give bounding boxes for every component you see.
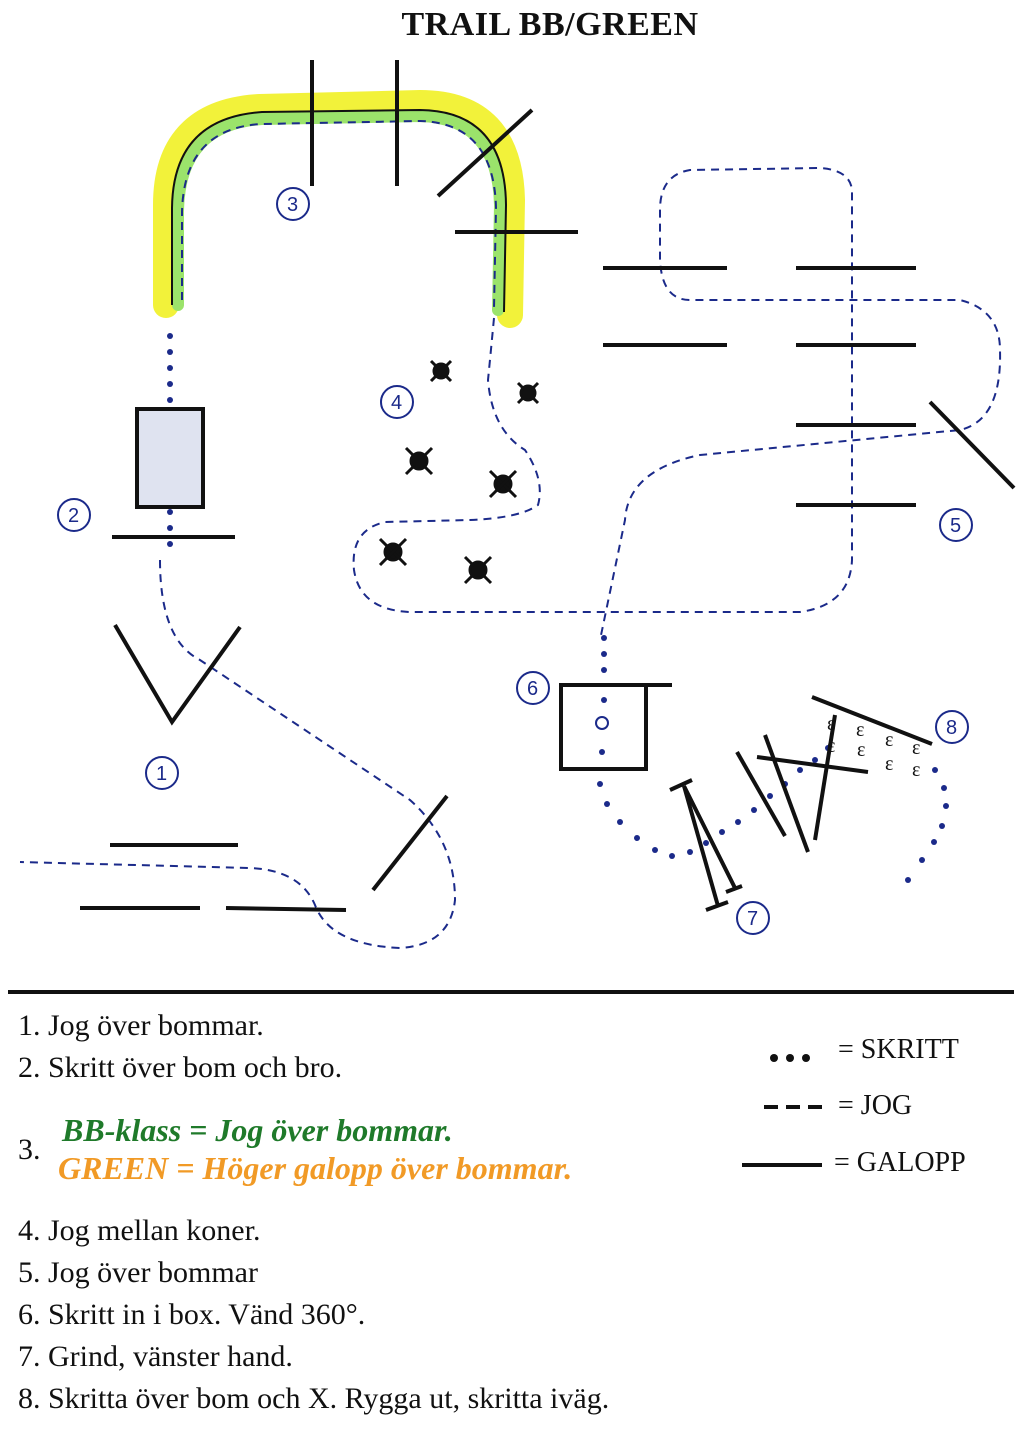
- svg-text:ε: ε: [857, 739, 865, 761]
- legend-galopp: = GALOPP: [834, 1147, 966, 1178]
- legend-jog-symbol: [764, 1105, 824, 1109]
- svg-text:ε: ε: [885, 753, 893, 775]
- legend-skritt: = SKRITT: [838, 1034, 959, 1065]
- svg-text:ε: ε: [912, 737, 920, 759]
- instruction-3-green: GREEN = Höger galopp över bommar.: [58, 1150, 573, 1186]
- cone-icon: [516, 381, 540, 405]
- pole: [225, 906, 347, 912]
- legend-skritt-symbol: [770, 1049, 830, 1067]
- instruction-3-number: 3.: [18, 1133, 41, 1166]
- x-poles: [735, 695, 933, 853]
- legend-galopp-symbol: [742, 1163, 822, 1167]
- skritt-dots-box: [597, 635, 949, 883]
- cone-icon: [378, 537, 408, 567]
- jog-path-1: [19, 559, 457, 950]
- galopp-arc: [171, 108, 508, 313]
- instruction-6: 6. Skritt in i box. Vänd 360°.: [18, 1298, 366, 1331]
- pole: [928, 400, 1016, 490]
- legend-jog: = JOG: [838, 1090, 913, 1121]
- v-poles: [113, 623, 242, 726]
- cone-icon: [463, 555, 493, 585]
- cones: [378, 359, 540, 585]
- obstacle-label-text: 1 2 3 4 5 6 7 8: [68, 194, 961, 930]
- obstacle-labels: [57, 187, 973, 935]
- divider: [8, 990, 1014, 994]
- instruction-4: 4. Jog mellan koner.: [18, 1214, 261, 1247]
- cone-icon: [404, 446, 434, 476]
- instruction-8: 8. Skritta över bom och X. Rygga ut, skr…: [18, 1382, 610, 1415]
- instruction-5: 5. Jog över bommar: [18, 1256, 258, 1289]
- instruction-7: 7. Grind, vänster hand.: [18, 1340, 293, 1373]
- page-title: TRAIL BB/GREEN: [401, 6, 699, 43]
- obstacle-label-3: 3: [287, 194, 298, 216]
- galopp-highlight-green: [172, 109, 507, 316]
- instruction-1: 1. Jog över bommar.: [18, 1009, 264, 1042]
- obstacle-label-6: 6: [527, 678, 538, 700]
- gate: [669, 778, 743, 912]
- instruction-2: 2. Skritt över bom och bro.: [18, 1051, 343, 1084]
- svg-text:ε: ε: [827, 713, 835, 735]
- cone-icon: [429, 359, 453, 383]
- obstacle-label-4: 4: [391, 392, 402, 414]
- jog-arc-3: [181, 119, 498, 309]
- obstacle-label-2: 2: [68, 505, 79, 527]
- svg-text:ε: ε: [856, 719, 864, 741]
- obstacle-label-1: 1: [156, 763, 167, 785]
- bridge: [135, 407, 205, 509]
- turn-icon: [595, 716, 609, 730]
- instruction-3-bb: BB-klass = Jog över bommar.: [62, 1112, 453, 1148]
- svg-text:ε: ε: [885, 729, 893, 751]
- cone-icon: [488, 469, 518, 499]
- obstacle-label-7: 7: [747, 908, 758, 930]
- obstacle-label-5: 5: [950, 515, 961, 537]
- box: [559, 683, 648, 771]
- svg-text:ε: ε: [912, 759, 920, 781]
- jog-path-4: [352, 166, 1002, 641]
- obstacle-label-8: 8: [946, 717, 957, 739]
- galopp-highlight-yellow: [153, 89, 526, 328]
- svg-text:ε: ε: [827, 735, 835, 757]
- pole: [371, 794, 449, 892]
- pole: [436, 108, 534, 198]
